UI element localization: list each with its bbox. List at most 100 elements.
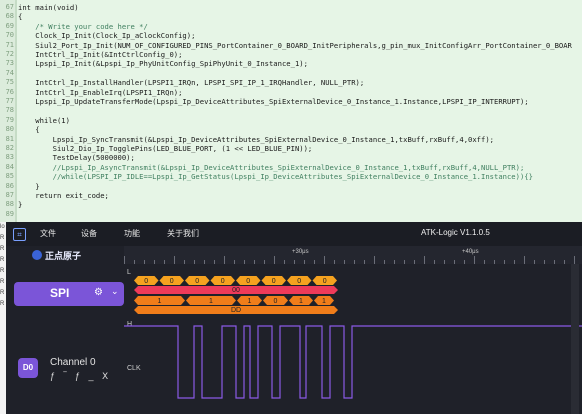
ruler-tick xyxy=(334,260,335,264)
code-text: { xyxy=(18,125,40,135)
ruler-tick xyxy=(274,256,275,264)
ruler-label-30us: +30μs xyxy=(292,249,309,255)
line-number: 86 xyxy=(5,181,14,190)
ruler-tick xyxy=(284,260,285,264)
code-line: 74 xyxy=(0,69,582,78)
ruler-tick xyxy=(124,256,125,264)
brand-logo-icon xyxy=(32,250,42,260)
gear-icon[interactable]: ⚙ xyxy=(94,287,103,298)
line-number: 79 xyxy=(5,115,14,124)
code-text: } xyxy=(18,181,40,191)
mosi-bit xyxy=(185,276,210,285)
brand-name: 正点原子 xyxy=(45,251,82,261)
title-bar: ⌗ 文件 设备 功能 关于我们 ATK-Logic V1.1.0.5 xyxy=(6,222,582,246)
code-text: int main(void) xyxy=(18,3,79,12)
mosi-bit-label: 0 xyxy=(323,278,327,285)
code-line: 69 /* Write your code here */ xyxy=(0,22,582,31)
miso-bit xyxy=(263,296,288,305)
code-text: //Lpspi_Ip_AsyncTransmit(&Lpspi_Ip_Devic… xyxy=(18,162,525,172)
mosi-byte xyxy=(134,286,338,294)
miso-bit xyxy=(314,296,334,305)
side-panel-item: R xyxy=(0,290,5,296)
channel-0-panel[interactable]: D0 Channel 0 ƒ ‾ ƒ _ Ⅹ xyxy=(14,346,124,392)
miso-bit xyxy=(237,296,262,305)
miso-bit xyxy=(134,296,185,305)
vertical-scrollbar[interactable] xyxy=(571,264,579,414)
time-ruler[interactable]: +30μs +40μs xyxy=(124,246,582,265)
row-label-clk: CLK xyxy=(127,365,141,372)
ruler-tick xyxy=(374,256,375,264)
ruler-tick xyxy=(164,260,165,264)
ruler-tick xyxy=(544,260,545,264)
mosi-bit xyxy=(210,276,235,285)
miso-bit xyxy=(186,296,236,305)
miso-bit-label: 1 xyxy=(248,298,252,305)
menu-device[interactable]: 设备 xyxy=(81,229,97,238)
mosi-bit xyxy=(287,276,312,285)
code-text: Lpspi_Ip_SyncTransmit(&Lpspi_Ip_DeviceAt… xyxy=(18,134,494,144)
code-text: IntCtrl_Ip_EnableIrq(LPSPI1_IRQn); xyxy=(18,87,183,97)
line-number: 76 xyxy=(5,87,14,96)
mosi-bit-label: 0 xyxy=(221,278,225,285)
line-number: 87 xyxy=(5,191,14,199)
ruler-tick xyxy=(224,256,225,264)
ruler-tick xyxy=(554,260,555,264)
ruler-tick xyxy=(154,260,155,264)
logic-analyzer-window: ⌗ 文件 设备 功能 关于我们 ATK-Logic V1.1.0.5 正点原子 … xyxy=(6,222,582,414)
ruler-tick xyxy=(464,260,465,264)
fold-gutter xyxy=(15,0,17,222)
ruler-tick xyxy=(364,260,365,264)
channel-badge: D0 xyxy=(18,358,38,378)
chevron-down-icon[interactable]: ⌄ xyxy=(111,286,119,296)
ruler-tick xyxy=(134,260,135,264)
row-label-h: H xyxy=(127,321,132,328)
ruler-tick xyxy=(444,260,445,264)
mosi-bit-label: 0 xyxy=(246,278,250,285)
code-line: 76 IntCtrl_Ip_EnableIrq(LPSPI1_IRQn); xyxy=(0,88,582,97)
ruler-tick xyxy=(504,260,505,264)
code-line: 68{ xyxy=(0,12,582,21)
ruler-tick xyxy=(474,256,475,264)
menu-function[interactable]: 功能 xyxy=(124,229,140,238)
code-line: 75 IntCtrl_Ip_InstallHandler(LPSPI1_IRQn… xyxy=(0,78,582,87)
ruler-tick xyxy=(314,260,315,264)
side-panel-item: R xyxy=(0,257,5,263)
line-number-gutter xyxy=(0,0,15,222)
code-line: 86 } xyxy=(0,182,582,191)
code-text: Clock_Ip_Init(Clock_Ip_aClockConfig); xyxy=(18,31,196,41)
menu-file[interactable]: 文件 xyxy=(40,229,56,238)
code-text: { xyxy=(18,12,23,22)
mosi-bit xyxy=(312,276,337,285)
ruler-tick xyxy=(324,256,325,264)
line-number: 80 xyxy=(5,125,14,134)
spi-decoder-button[interactable]: SPI ⚙ ⌄ xyxy=(14,282,124,306)
code-text: Siul2_Port_Ip_Init(NUM_OF_CONFIGURED_PIN… xyxy=(18,40,572,50)
code-text: Lpspi_Ip_UpdateTransferMode(Lpspi_Ip_Dev… xyxy=(18,97,529,106)
line-number: 84 xyxy=(5,162,14,171)
line-number: 78 xyxy=(5,106,14,115)
miso-bit xyxy=(289,296,313,305)
clk-waveform xyxy=(124,325,582,399)
line-number: 88 xyxy=(5,200,14,209)
code-line: 87 return exit_code; xyxy=(0,191,582,200)
miso-bit-label: 1 xyxy=(209,298,213,305)
code-line: 85 //while(LPSPI_IP_IDLE==Lpspi_Ip_GetSt… xyxy=(0,172,582,181)
ruler-tick xyxy=(524,256,525,264)
line-number: 69 xyxy=(5,21,14,30)
line-number: 83 xyxy=(5,153,14,162)
line-number: 74 xyxy=(5,68,14,77)
miso-byte-label: DD xyxy=(231,307,241,314)
code-line: 80 { xyxy=(0,125,582,134)
code-line: 89 xyxy=(0,210,582,219)
miso-bit-label: 1 xyxy=(158,298,162,305)
side-panel-item: lo xyxy=(0,224,5,230)
code-line: 72 IntCtrl_Ip_Init(&IntCtrlConfig_0); xyxy=(0,50,582,59)
menu-about[interactable]: 关于我们 xyxy=(167,229,199,238)
trigger-edge-icons[interactable]: ƒ ‾ ƒ _ Ⅹ xyxy=(50,371,112,381)
side-panel-item: R xyxy=(0,268,5,274)
ruler-tick xyxy=(244,260,245,264)
ruler-tick xyxy=(434,260,435,264)
miso-bit-label: 0 xyxy=(274,298,278,305)
